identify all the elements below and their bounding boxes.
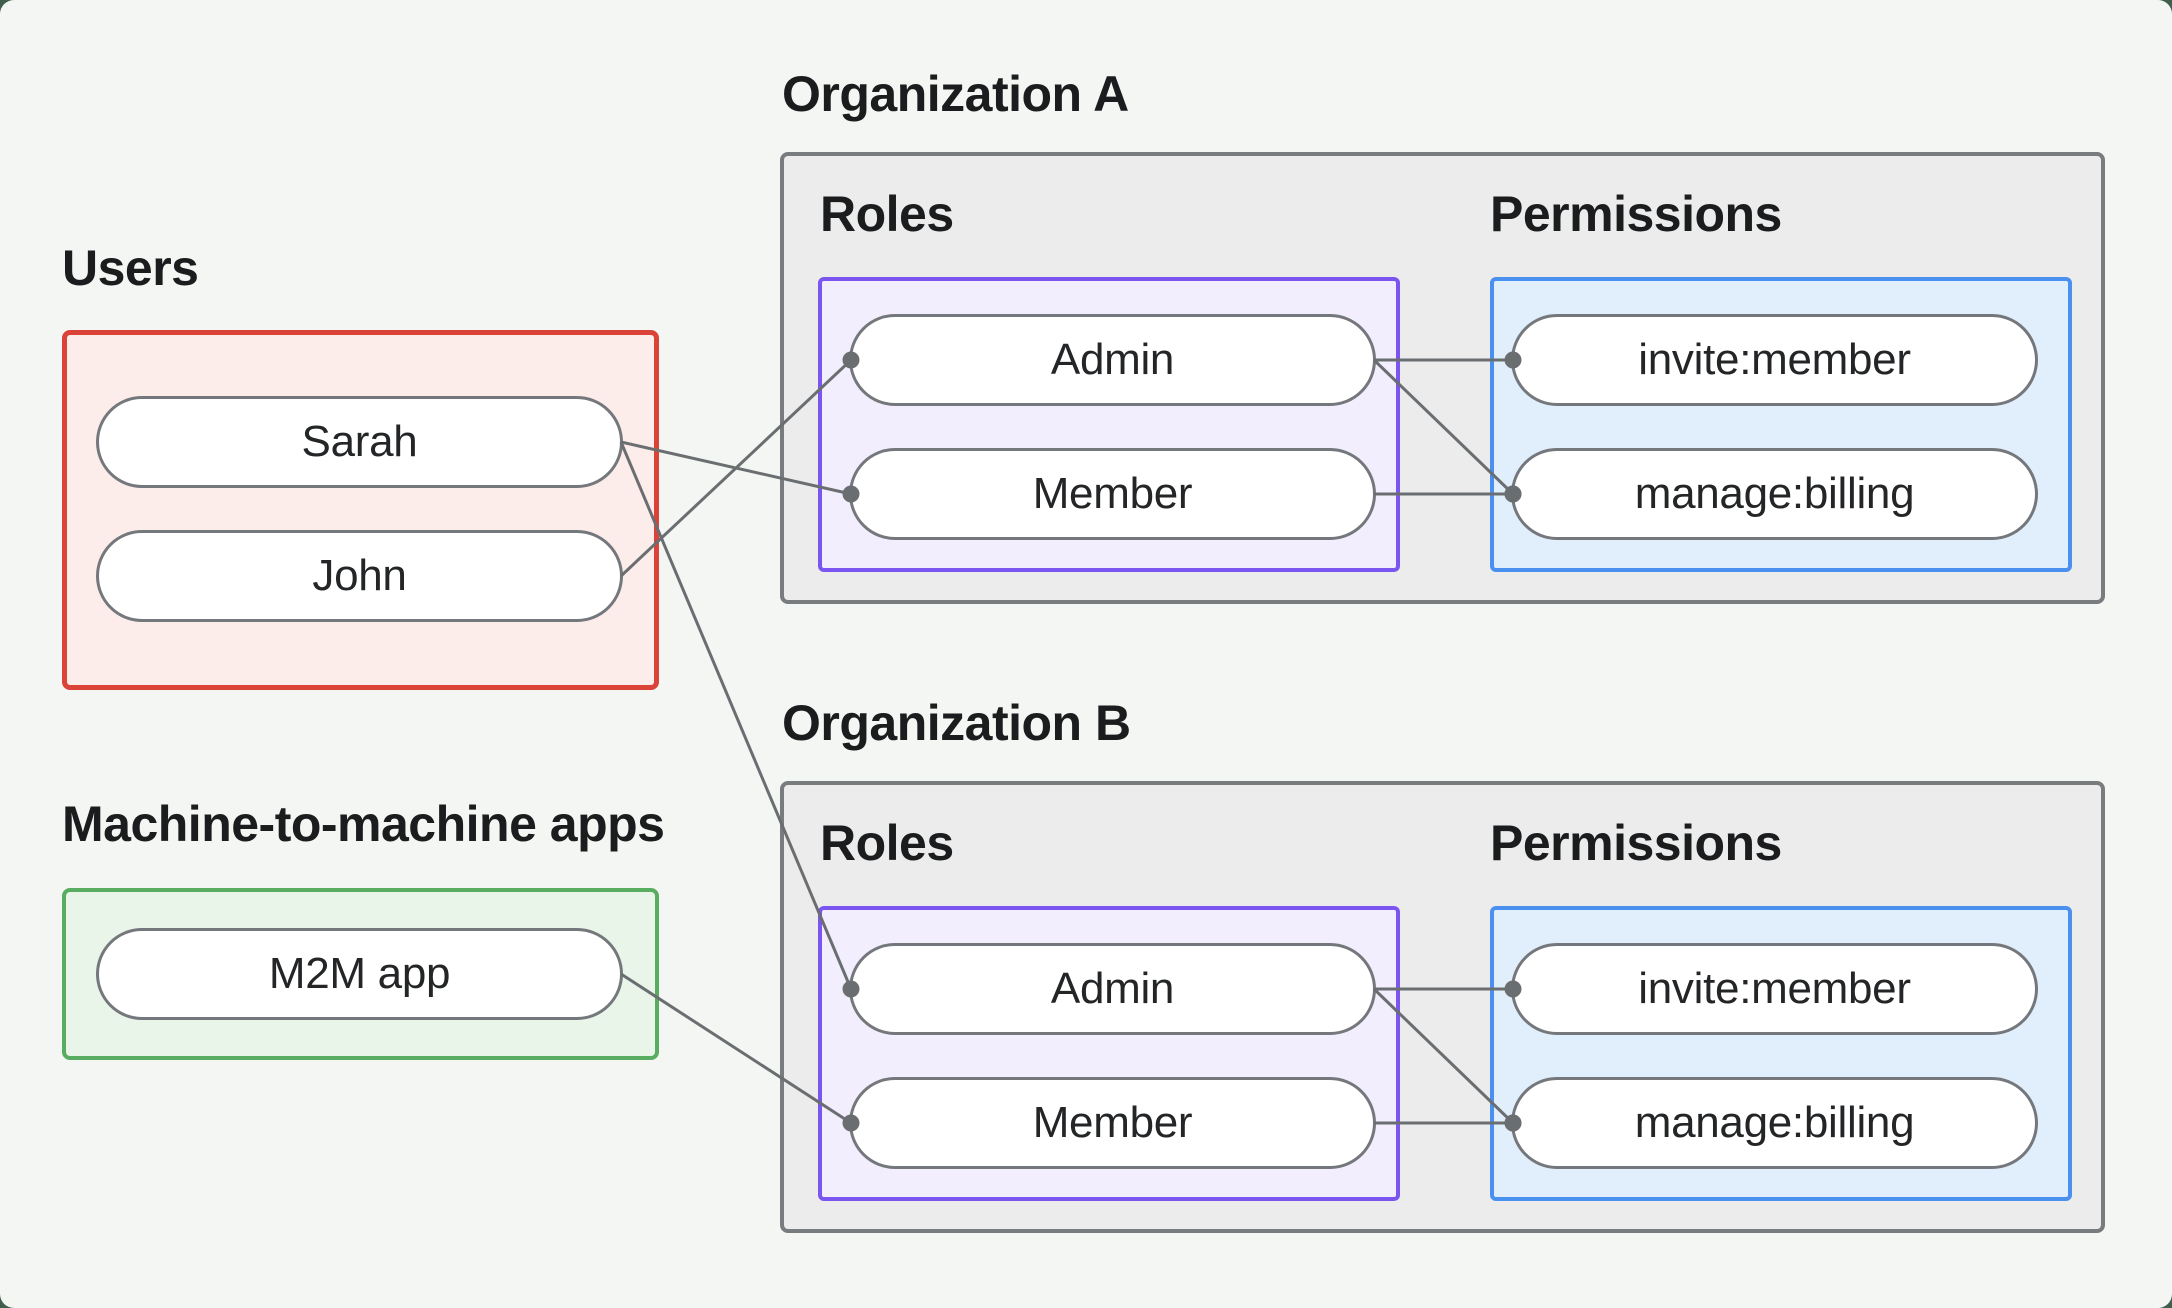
- org-a-manage-billing-permission-node: manage:billing: [1511, 448, 2038, 540]
- org-b-manage-billing-permission-node: manage:billing: [1511, 1077, 2038, 1169]
- org-a-admin-role-label: Admin: [1050, 335, 1175, 384]
- org-a-member-role-node: Member: [849, 448, 1376, 540]
- org-a-manage-billing-permission-label: manage:billing: [1634, 469, 1915, 518]
- user-node-sarah: Sarah: [96, 396, 623, 488]
- org-a-permissions-label: Permissions: [1490, 186, 1782, 242]
- org-a-roles-label: Roles: [820, 186, 954, 242]
- org-a-member-role-label: Member: [1032, 469, 1193, 518]
- org-b-admin-role-node: Admin: [849, 943, 1376, 1035]
- org-a-invite-member-permission-label: invite:member: [1638, 335, 1911, 384]
- org-b-member-role-label: Member: [1032, 1098, 1193, 1147]
- org-b-invite-member-permission-label: invite:member: [1638, 964, 1911, 1013]
- user-node-sarah-label: Sarah: [301, 417, 418, 466]
- org-b-permissions-label: Permissions: [1490, 815, 1782, 871]
- org-b-member-role-node: Member: [849, 1077, 1376, 1169]
- users-group-box: [62, 330, 659, 690]
- user-node-john-label: John: [312, 551, 407, 600]
- org-a-invite-member-permission-node: invite:member: [1511, 314, 2038, 406]
- m2m-app-node: M2M app: [96, 928, 623, 1020]
- organization-b-label: Organization B: [782, 695, 1131, 751]
- org-b-manage-billing-permission-label: manage:billing: [1634, 1098, 1915, 1147]
- m2m-apps-section-label: Machine-to-machine apps: [62, 796, 665, 852]
- users-section-label: Users: [62, 240, 199, 296]
- org-b-roles-label: Roles: [820, 815, 954, 871]
- org-b-invite-member-permission-node: invite:member: [1511, 943, 2038, 1035]
- user-node-john: John: [96, 530, 623, 622]
- org-b-admin-role-label: Admin: [1050, 964, 1175, 1013]
- org-a-admin-role-node: Admin: [849, 314, 1376, 406]
- organization-a-label: Organization A: [782, 66, 1129, 122]
- m2m-app-node-label: M2M app: [268, 949, 451, 998]
